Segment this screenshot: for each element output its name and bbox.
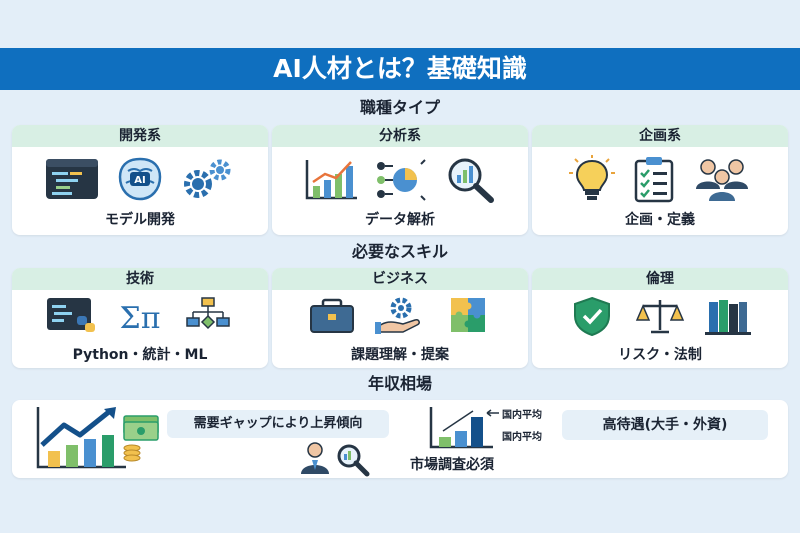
gears-icon bbox=[184, 159, 231, 198]
card-analysis: 分析系 データ解析 bbox=[272, 125, 528, 235]
card-business: ビジネス 課題理解・提案 bbox=[272, 268, 528, 368]
card-caption: Python・統計・ML bbox=[72, 347, 208, 363]
card-heading: 分析系 bbox=[272, 125, 528, 147]
briefcase-icon bbox=[310, 298, 354, 333]
comparison-bar-chart-icon bbox=[429, 407, 499, 449]
hand-gear-icon bbox=[375, 297, 420, 334]
card-caption: リスク・法制 bbox=[618, 347, 702, 363]
bar-line-chart-icon bbox=[305, 160, 357, 200]
books-icon bbox=[705, 300, 751, 335]
card-salary: 需要ギャップにより上昇傾向 市場調査必須 国内平均 国内平均 高待遇(大手・外資… bbox=[12, 400, 788, 478]
card-development: 開発系 AI モデル開発 bbox=[12, 125, 268, 235]
flowchart-icon bbox=[186, 297, 230, 330]
money-coins-icon bbox=[123, 415, 159, 462]
domestic-average-label-bottom: 国内平均 bbox=[502, 432, 542, 443]
sigma-pi-icon: Σπ bbox=[120, 301, 161, 336]
card-heading: 企画系 bbox=[532, 125, 788, 147]
section-title-skills: 必要なスキル bbox=[351, 242, 448, 261]
card-heading: 開発系 bbox=[12, 125, 268, 147]
card-heading: ビジネス bbox=[272, 268, 528, 290]
card-heading: 倫理 bbox=[532, 268, 788, 290]
team-people-icon bbox=[696, 159, 748, 201]
card-caption: 企画・定義 bbox=[625, 212, 695, 228]
rising-bar-chart-icon bbox=[36, 407, 126, 469]
page-title: AI人材とは？基礎知識 bbox=[273, 54, 527, 83]
card-caption: モデル開発 bbox=[105, 212, 175, 228]
high-pay-label: 高待遇(大手・外資) bbox=[562, 410, 768, 440]
section-title-salary: 年収相場 bbox=[367, 374, 432, 393]
card-caption: データ解析 bbox=[365, 212, 435, 228]
ai-brain-icon: AI bbox=[118, 157, 162, 201]
card-ethics: 倫理 リスク・法制 bbox=[532, 268, 788, 368]
card-caption: 課題理解・提案 bbox=[351, 347, 449, 363]
card-technology: 技術 Σπ Python・統計・ML bbox=[12, 268, 268, 368]
pie-network-chart-icon bbox=[377, 159, 426, 201]
lightbulb-icon bbox=[569, 155, 615, 200]
magnifier-chart-icon bbox=[448, 158, 494, 203]
card-heading: 技術 bbox=[12, 268, 268, 290]
analyst-magnifier-icon bbox=[301, 442, 370, 477]
svg-text:AI: AI bbox=[134, 175, 145, 186]
svg-text:Σπ: Σπ bbox=[120, 301, 161, 336]
title-banner bbox=[0, 48, 800, 90]
code-window-icon bbox=[46, 159, 98, 199]
demand-trend-label: 需要ギャップにより上昇傾向 bbox=[167, 410, 389, 438]
code-python-icon bbox=[47, 298, 95, 332]
balance-scale-icon bbox=[635, 300, 685, 334]
market-research-label: 市場調査必須 bbox=[410, 457, 494, 473]
section-title-job-types: 職種タイプ bbox=[359, 98, 440, 117]
puzzle-icon bbox=[451, 298, 485, 332]
card-planning: 企画系 企画・定義 bbox=[532, 125, 788, 235]
shield-check-icon bbox=[574, 296, 610, 336]
checklist-clipboard-icon bbox=[634, 157, 674, 203]
domestic-average-label-top: 国内平均 bbox=[502, 410, 542, 421]
